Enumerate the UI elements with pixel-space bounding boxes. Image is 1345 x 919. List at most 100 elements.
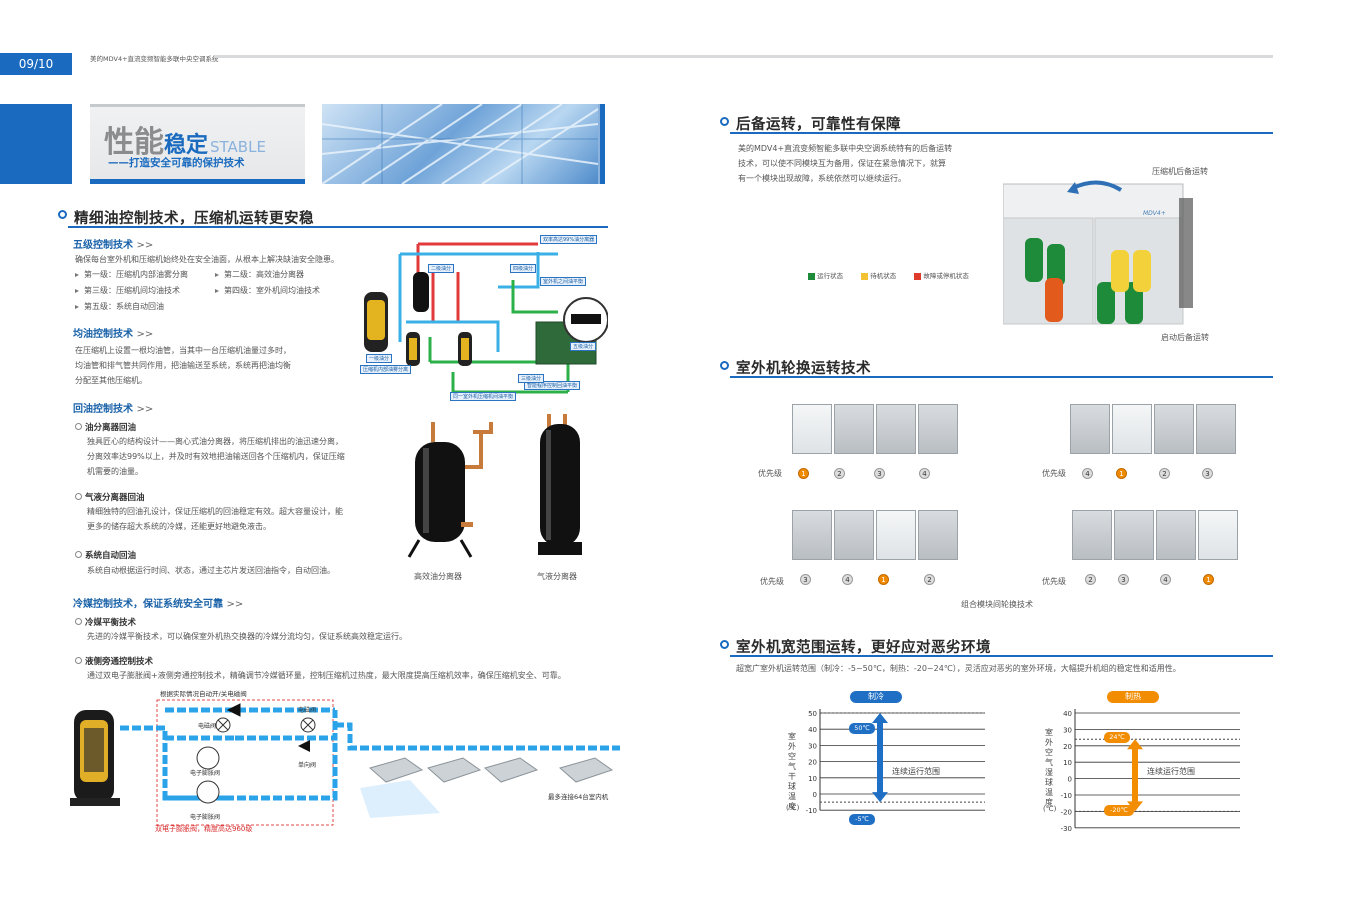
tick-label: 50 — [808, 710, 817, 718]
gas-separator-icon — [538, 414, 582, 555]
diagram-tag-8: 智能程序控制回油平衡 — [524, 381, 581, 390]
balance-heading: 均油控制技术 >> — [73, 329, 154, 340]
compressor-icon — [364, 292, 388, 352]
five-level-item-4: 第四级：室外机间均油技术 — [215, 283, 320, 298]
banner-title-accent: 稳定 — [164, 133, 209, 158]
return-item-1-line-2: 分离效率达99%以上，并及时有效地把油输送回各个压缩机内，保证压缩 — [87, 452, 345, 461]
tick-label: 10 — [808, 775, 817, 783]
heat-min-label: -20℃ — [1104, 805, 1134, 816]
rotation-group-1: 优先级 1 2 3 4 — [758, 404, 968, 486]
balance-line-3: 分配至其他压缩机。 — [75, 376, 147, 385]
banner-photo — [322, 104, 598, 184]
oil-separator-image — [403, 412, 498, 562]
priority-number: 3 — [1118, 574, 1129, 585]
return-item-3-line-1: 系统自动根据运行时间、状态，通过主芯片发送回油指令，自动回油。 — [87, 566, 335, 575]
backup-label-bottom: 启动后备运转 — [1161, 333, 1209, 342]
unit-brand: MDV4+ — [1143, 210, 1166, 217]
magnifier-icon — [720, 117, 729, 126]
priority-number: 1 — [1203, 574, 1214, 585]
refrigerant-item-1-title: 冷媒平衡技术 — [75, 616, 136, 628]
backup-line-1: 美的MDV4+直流变频智能多联中央空调系统特有的后备运转 — [738, 144, 953, 153]
diagram-tag-2: 二级油分 — [428, 264, 455, 273]
section-rotation-title: 室外机轮换运转技术 — [736, 361, 871, 377]
priority-number: 3 — [800, 574, 811, 585]
diagram-tag-9: 三级油分 — [518, 374, 545, 383]
backup-line-3: 有一个模块出现故障，系统依然可以继续运行。 — [738, 174, 906, 183]
section-backup-title: 后备运转，可靠性有保障 — [736, 117, 901, 133]
refrigerant-item-1-text: 先进的冷媒平衡技术，可以确保室外机热交换器的冷媒分流均匀，保证系统高效稳定运行。 — [87, 632, 407, 641]
cool-label-pill: 制冷 — [850, 691, 902, 703]
five-level-intro: 确保每台室外机和压缩机始终处在安全油面，从根本上解决缺油安全隐患。 — [75, 255, 339, 264]
tick-label: 0 — [1068, 776, 1072, 784]
cool-max-label: 50℃ — [849, 723, 875, 734]
valve-icons — [196, 703, 316, 804]
priority-number: 4 — [919, 468, 930, 479]
section-oil-title: 精细油控制技术，压缩机运转更安稳 — [74, 211, 314, 227]
compressor-yellow-icon — [1111, 250, 1129, 292]
oil-piping-diagram: 双率高达99%油分离器 二级油分 四级油分 室外机之间油平衡 一级油分 压缩机内… — [358, 232, 609, 402]
priority-number: 4 — [842, 574, 853, 585]
tick-label: -10 — [806, 807, 817, 815]
cool-ylabel: 室外空气干球温度 — [788, 732, 796, 811]
banner-stripe-2 — [598, 104, 600, 184]
outdoor-unit-cutaway-icon — [1002, 180, 1193, 325]
exv-label-2: 电子膨胀阀 — [190, 814, 221, 821]
return-item-2-title: 气液分离器回油 — [75, 491, 144, 503]
compressor-green-icon — [1025, 238, 1143, 324]
page-number: 09/10 — [18, 57, 54, 71]
priority-label: 优先级 — [760, 577, 784, 586]
exv-label-1: 电子膨胀阀 — [190, 770, 221, 777]
tick-label: 40 — [808, 726, 817, 734]
banner-left-block — [0, 104, 72, 184]
ring-bullet-icon — [75, 493, 82, 500]
balance-line-2: 均油管和排气管共同作用，把油输送至系统，系统再把油均衡 — [75, 361, 291, 370]
doc-title: 美的MDV4+直流变频智能多联中央空调系统 — [90, 55, 219, 63]
priority-number: 4 — [1082, 468, 1093, 479]
five-level-item-1: 第一级：压缩机内部油雾分离 — [75, 267, 188, 282]
tick-label: 30 — [808, 742, 817, 750]
check-valve-label: 单向阀 — [298, 762, 317, 769]
heat-label-pill: 制热 — [1107, 691, 1159, 703]
legend-red-swatch — [914, 272, 922, 280]
priority-number: 2 — [1159, 468, 1170, 479]
five-level-item-5: 第五级：系统自动回油 — [75, 299, 164, 314]
oil-separator-label: 高效油分离器 — [414, 572, 462, 581]
priority-number: 1 — [798, 468, 809, 479]
magnifier-icon — [720, 361, 729, 370]
building-structure-icon — [322, 104, 598, 184]
backup-label-top: 压缩机后备运转 — [1152, 167, 1208, 176]
header-rule — [214, 55, 1273, 58]
diagram-tag-7: 五级油分 — [570, 342, 597, 351]
balance-line-1: 在压缩机上设置一根均油管，当其中一台压缩机油量过多时， — [75, 346, 291, 355]
backup-unit-image: MDV4+ — [1002, 178, 1193, 328]
priority-label: 优先级 — [1042, 577, 1066, 586]
return-item-2-line-1: 精细独特的回油孔设计，保证压缩机的回油稳定有效。超大容量设计，能 — [87, 507, 343, 516]
priority-number: 4 — [1160, 574, 1171, 585]
heat-unit: (℃) — [1043, 805, 1057, 813]
diagram-tag-5: 一级油分 — [366, 354, 393, 363]
legend-green-swatch — [808, 272, 815, 280]
tick-label: 10 — [1063, 759, 1072, 767]
tick-label: 40 — [1063, 710, 1072, 718]
tick-label: 0 — [813, 791, 817, 799]
indoor-unit-icons — [360, 757, 614, 818]
refrigerant-heading: 冷媒控制技术，保证系统安全可靠 >> — [73, 599, 244, 610]
banner-stripe-1 — [600, 104, 605, 184]
return-item-1-title: 油分离器回油 — [75, 421, 136, 433]
priority-number: 2 — [924, 574, 935, 585]
priority-number: 3 — [1202, 468, 1213, 479]
five-level-heading: 五级控制技术 >> — [73, 240, 154, 251]
banner-title-main: 性能 — [104, 125, 164, 160]
indoor-note: 最多连接64台室内机 — [548, 793, 609, 801]
tick-label: -10 — [1061, 792, 1072, 800]
range-arrow — [872, 713, 888, 803]
refrigerant-diagram: 根据实际情况自动开/关电磁阀 电磁阀 电磁阀 电子膨胀阀 电子膨胀阀 单向阀 最… — [60, 688, 620, 838]
priority-number: 2 — [1085, 574, 1096, 585]
return-item-2-line-2: 更多的储存超大系统的冷媒，还能更好地避免液击。 — [87, 522, 271, 531]
legend-yellow-swatch — [861, 272, 869, 280]
return-item-3-title: 系统自动回油 — [75, 549, 136, 561]
priority-label: 优先级 — [1042, 469, 1066, 478]
